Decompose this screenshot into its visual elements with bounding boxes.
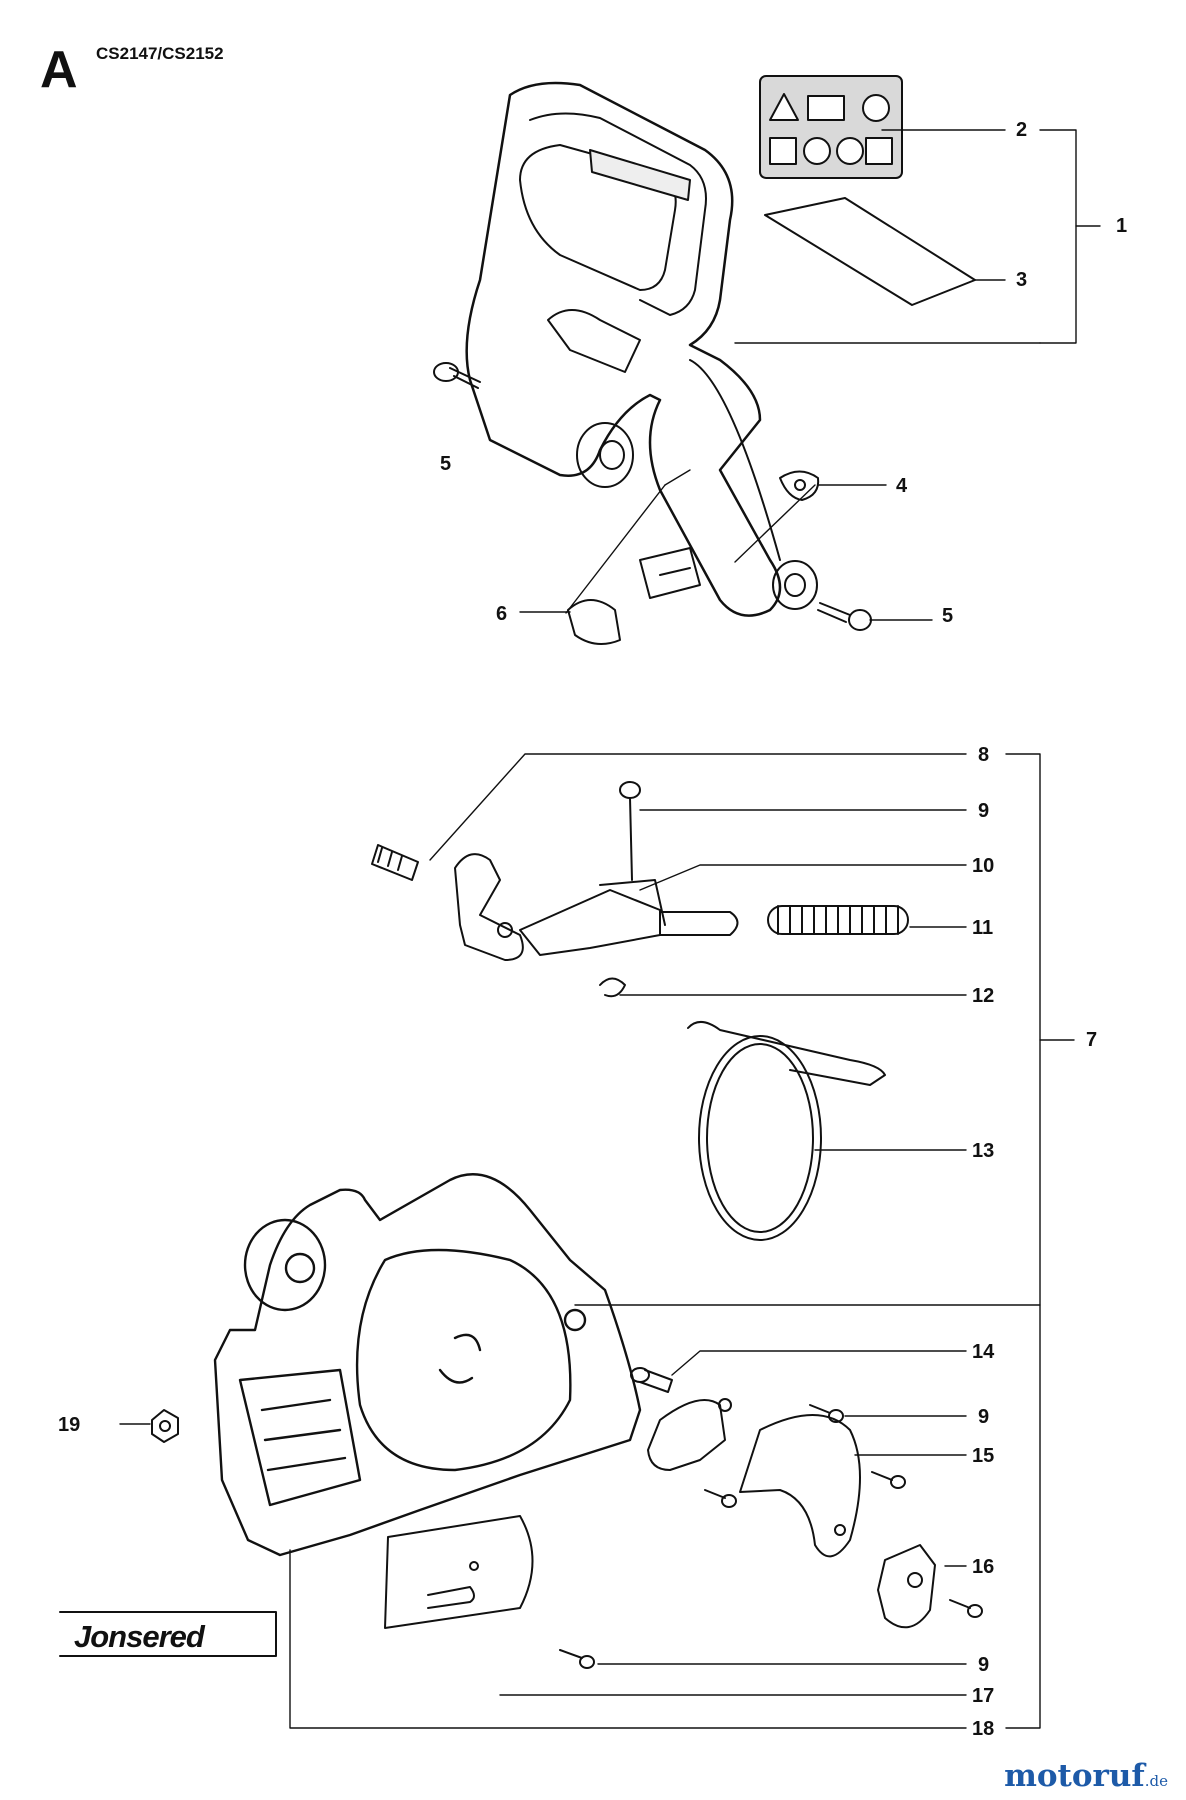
brake-lever-part (454, 853, 739, 961)
callout-13: 13 (972, 1140, 995, 1162)
cover-screws-part (559, 1404, 983, 1669)
lower-leader-lines (119, 753, 1075, 1729)
callout-7: 7 (1086, 1029, 1098, 1051)
top-leader-lines (519, 129, 1101, 621)
clutch-cover-part (213, 1173, 642, 1557)
chain-catcher-part (877, 1544, 936, 1629)
callout-10: 10 (972, 855, 995, 877)
callout-19: 19 (58, 1414, 81, 1436)
brake-screw-part (619, 781, 641, 881)
callout-3: 3 (1016, 269, 1028, 291)
lever-block-part (567, 547, 701, 645)
section-letter: A (40, 41, 78, 99)
callout-5: 5 (440, 453, 452, 475)
blank-decal-part (764, 197, 976, 306)
callout-16: 16 (972, 1556, 995, 1578)
callout-14: 14 (972, 1341, 995, 1363)
callout-9c: 9 (978, 1654, 990, 1676)
model-numbers: CS2147/CS2152 (96, 44, 224, 63)
callout-1: 1 (1116, 215, 1128, 237)
callout-4: 4 (896, 475, 908, 497)
washer-clip-part (779, 470, 820, 501)
callout-9b: 9 (978, 1406, 990, 1428)
callout-15: 15 (972, 1445, 995, 1467)
brand-box-border (59, 1611, 277, 1657)
callout-12: 12 (972, 985, 995, 1007)
callout-6: 6 (496, 603, 508, 625)
callout-8: 8 (978, 744, 990, 766)
brake-handle-part (465, 81, 818, 617)
watermark: motoruf.de (1004, 1758, 1168, 1794)
brand-logo: Jonsered (74, 1619, 205, 1654)
warning-decal-part (759, 75, 903, 179)
callout-2: 2 (1016, 119, 1028, 141)
brake-spring-part (767, 905, 909, 935)
pin-part (630, 1367, 673, 1393)
adjuster-screw-part (371, 844, 419, 881)
retaining-ring-part (599, 977, 626, 998)
callout-17: 17 (972, 1685, 995, 1707)
watermark-suffix: .de (1144, 1772, 1168, 1790)
screw-part-lower (817, 602, 872, 631)
brake-band-part (687, 1021, 886, 1241)
callout-5b: 5 (942, 605, 954, 627)
nut-part (151, 1409, 179, 1443)
screw-part (433, 362, 481, 389)
callout-9: 9 (978, 800, 990, 822)
guide-plate-part (384, 1515, 534, 1629)
callout-18: 18 (972, 1718, 995, 1740)
watermark-name: motoruf (1004, 1758, 1145, 1794)
chain-guard-part (647, 1398, 861, 1558)
callout-11: 11 (972, 917, 994, 939)
